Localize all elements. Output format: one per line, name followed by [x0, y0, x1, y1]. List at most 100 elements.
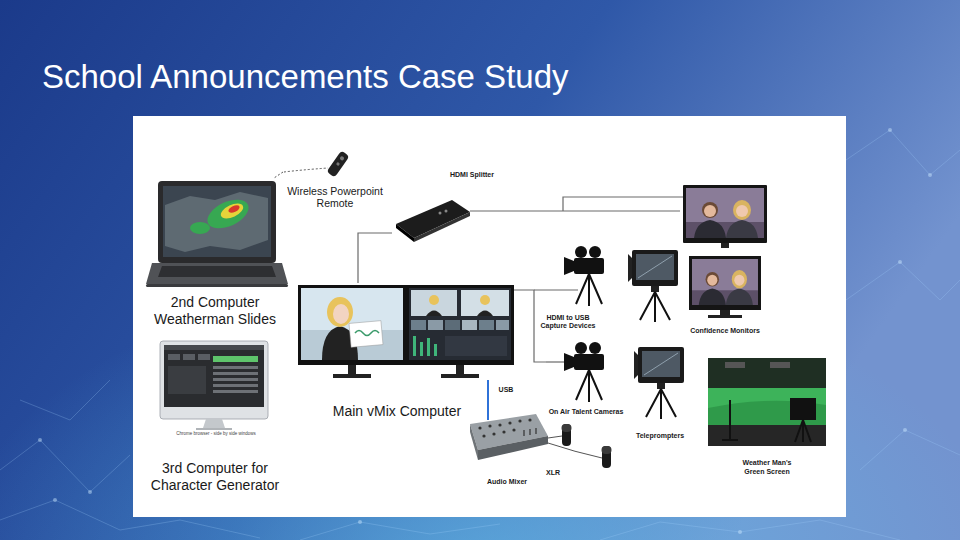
- confidence-monitors: [689, 256, 761, 310]
- audio-mixer-device: [470, 414, 548, 460]
- imac-illustration: [168, 366, 206, 394]
- vmix-monitors: [298, 285, 514, 378]
- laptop-illustration: [165, 192, 268, 252]
- microphone: [562, 424, 572, 432]
- network-dots: [358, 520, 362, 524]
- vmix-monitors: [426, 311, 442, 317]
- network-dots: [898, 260, 902, 264]
- vmix-monitors: [349, 321, 383, 348]
- audio-mixer-device: [478, 436, 548, 460]
- confidence-monitors: [721, 243, 729, 248]
- green-screen-photo: [722, 400, 738, 440]
- cable-label: USB: [494, 386, 518, 394]
- network-pattern: [600, 520, 900, 540]
- powerpoint-remote: [326, 150, 349, 177]
- microphone: [602, 446, 612, 454]
- vmix-monitors: [355, 331, 379, 336]
- vmix-monitors: [479, 320, 494, 330]
- vmix-monitors: [413, 336, 416, 356]
- imac-illustration: [196, 428, 232, 430]
- network-dots: [888, 128, 892, 132]
- imac-illustration: [160, 341, 268, 419]
- network-dots: [903, 428, 907, 432]
- imac-illustration: [213, 390, 258, 393]
- green-screen-photo: [770, 362, 790, 368]
- audio-mixer-device: [518, 419, 521, 422]
- device-caption: Wireless Powerpoint Remote: [285, 185, 385, 210]
- network-dots: [38, 438, 42, 442]
- laptop-illustration: [190, 222, 210, 234]
- green-screen-photo: [790, 398, 816, 420]
- audio-mixer-device: [508, 421, 511, 424]
- camera-device: On Air Talent Cameras: [546, 343, 626, 416]
- vmix-monitors: [429, 295, 439, 305]
- device-caption: Confidence Monitors: [690, 327, 760, 335]
- vmix-monitors: [411, 320, 426, 330]
- network-pattern: [846, 262, 960, 300]
- laptop-illustration: [158, 181, 276, 263]
- imac-illustration: [164, 345, 264, 407]
- confidence-monitors: [683, 185, 767, 318]
- device-caption: Teleprompters: [636, 432, 684, 440]
- network-pattern: [300, 522, 500, 540]
- screen-note: Chrome browser - side by side windows: [160, 431, 272, 436]
- vmix-monitors: [348, 365, 356, 375]
- xlr-wire: [548, 436, 602, 458]
- network-dots: [88, 490, 92, 494]
- green-screen-photo: [708, 358, 826, 388]
- diagram-panel: [133, 116, 846, 517]
- confidence-monitors: [683, 185, 767, 243]
- hdmi-cable: [470, 210, 680, 211]
- imac-device: 3rd Computer for Character Generator: [146, 338, 284, 494]
- vmix-monitors: [462, 320, 477, 330]
- video-camera: [564, 246, 604, 306]
- teleprompter: [628, 250, 678, 322]
- laptop-device: 2nd Computer Weatherman Slides: [146, 178, 284, 328]
- green-screen: Weather Man's Green Screen: [706, 356, 828, 476]
- confidence-monitors: [686, 188, 764, 238]
- usb-wire: [487, 408, 489, 420]
- monitor-device: Confidence Monitors: [680, 183, 770, 335]
- vmix-monitors: [409, 288, 511, 360]
- laptop-illustration: [219, 200, 246, 221]
- imac-illustration: [164, 345, 264, 350]
- teleprompter: [628, 250, 678, 322]
- device-caption: 2nd Computer Weatherman Slides: [148, 294, 282, 328]
- network-dots: [53, 498, 57, 502]
- hdmi-wire: [546, 361, 564, 362]
- vmix-monitors: [406, 285, 514, 365]
- vmix-monitors: [477, 311, 493, 317]
- network-dots: [928, 173, 932, 177]
- vmix-monitors: [445, 336, 507, 356]
- wireless-link: [274, 172, 283, 178]
- network-pattern: [0, 440, 130, 492]
- network-pattern: [20, 380, 110, 420]
- vmix-monitors: [427, 338, 430, 356]
- imac-illustration: [168, 354, 180, 360]
- imac-illustration: [213, 366, 258, 369]
- laptop-illustration: [146, 181, 288, 287]
- vmix-monitors: [301, 288, 403, 360]
- vmix-computer: Main vMix Computer: [296, 283, 514, 380]
- vmix-monitors: [333, 374, 371, 378]
- microphone: [562, 424, 572, 446]
- audio-mixer-device: [492, 432, 495, 435]
- cable-label: XLR: [546, 469, 566, 477]
- teleprompter-device: Teleprompters: [628, 343, 692, 440]
- microphone: [602, 446, 612, 468]
- green-screen-photo: [795, 420, 811, 442]
- hdmi-splitter-device: [414, 212, 470, 242]
- device-caption: HDMI Splitter: [450, 171, 494, 179]
- teleprompter: [634, 347, 684, 419]
- powerpoint-remote: [336, 162, 340, 166]
- powerpoint-remote: [339, 155, 345, 161]
- device-caption: Main vMix Computer: [296, 403, 498, 420]
- hdmi-splitter-device: [445, 210, 448, 213]
- teleprompter: [634, 347, 684, 419]
- audio-mixer-device: [498, 423, 501, 426]
- hdmi-cable: [358, 233, 392, 283]
- laptop-illustration: [227, 204, 240, 215]
- video-camera: [564, 246, 604, 306]
- laptop-illustration: [203, 194, 253, 234]
- audio-mixer-device: [482, 434, 485, 437]
